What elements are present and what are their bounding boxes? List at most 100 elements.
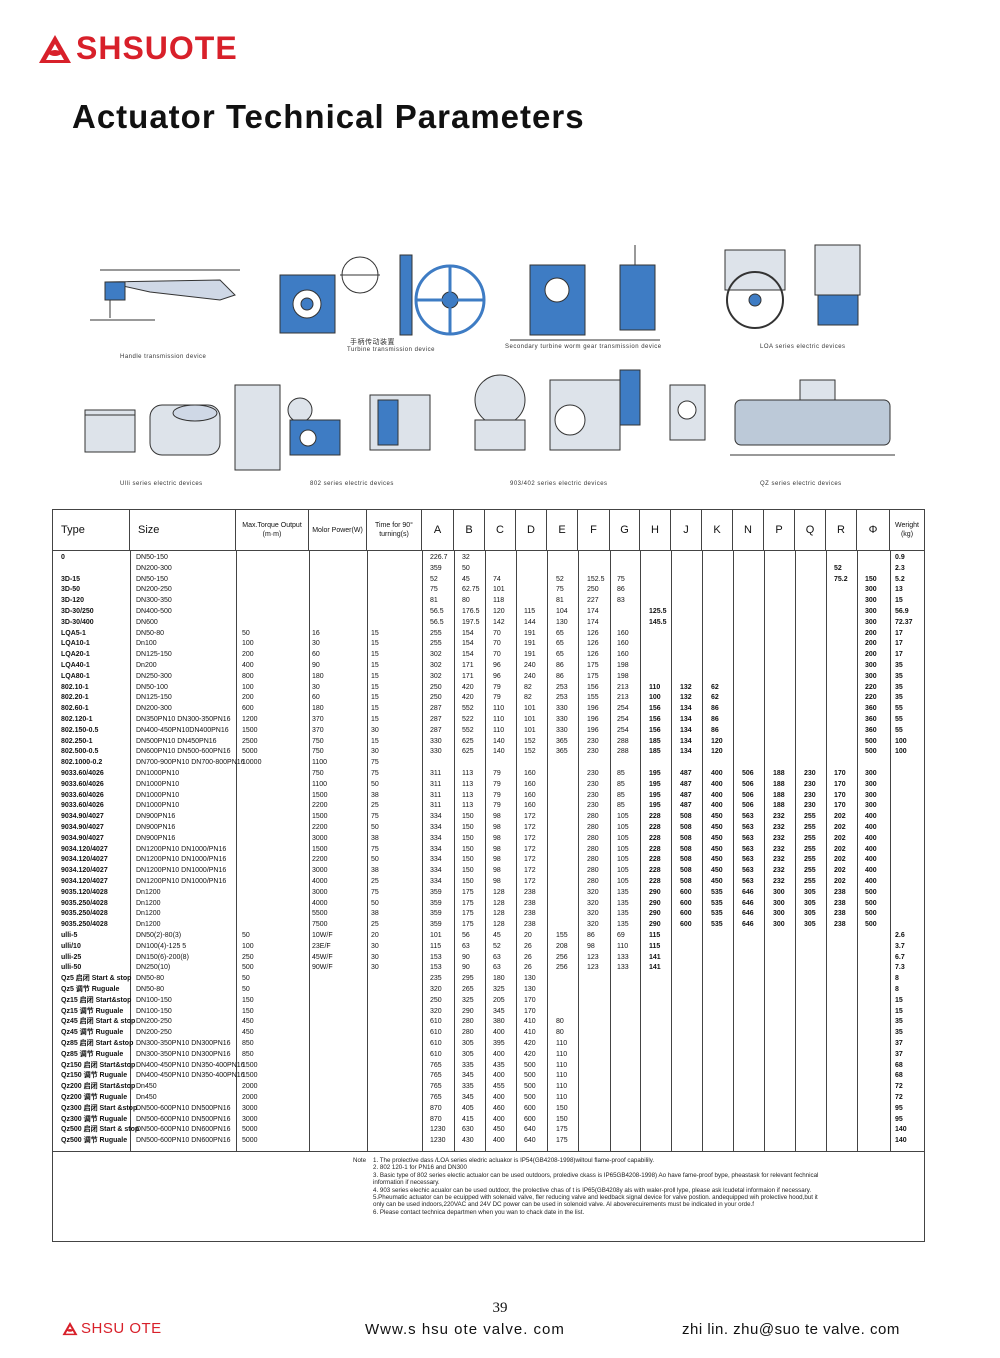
caption-802: 802 series electric devices — [310, 481, 394, 487]
table-cell: 2.3 — [895, 564, 905, 572]
table-cell: DN125-150 — [136, 651, 172, 659]
table-cell: 10000 — [242, 759, 262, 767]
table-cell: 5000 — [242, 1137, 258, 1145]
table-cell: 280 — [587, 813, 599, 821]
table-cell: 302 — [430, 651, 442, 659]
table-cell: 230 — [587, 748, 599, 756]
table-cell: 98 — [493, 834, 501, 842]
table-cell: 400 — [865, 856, 877, 864]
table-cell: 254 — [617, 716, 629, 723]
table-cell: 1100 — [312, 780, 328, 788]
table-cell: 4000 — [312, 878, 328, 885]
table-cell: 522 — [462, 716, 474, 723]
table-cell: 802.10-1 — [61, 683, 89, 691]
table-cell: 415 — [462, 1115, 474, 1123]
table-cell: Qz300 调节 Ruguale — [61, 1115, 128, 1123]
table-cell: 610 — [430, 1050, 442, 1058]
table-cell: 287 — [430, 716, 442, 723]
table-cell: Qz85 调节 Ruguale — [61, 1050, 124, 1058]
table-cell: DN300-350PN10 DN300PN16 — [136, 1040, 231, 1047]
table-cell: 197.5 — [462, 618, 480, 626]
table-cell: 230 — [587, 737, 599, 745]
column-divider — [640, 550, 641, 1151]
table-cell: 765 — [430, 1061, 442, 1069]
caption-loa: LOA series electric devices — [760, 344, 846, 350]
table-cell: 134 — [680, 748, 692, 756]
table-cell: 2000 — [242, 1083, 258, 1091]
table-cell: 302 — [430, 672, 442, 680]
footer-email[interactable]: zhi lin. zhu@suo te valve. com — [682, 1321, 900, 1338]
table-cell: 280 — [462, 1018, 474, 1026]
column-divider — [826, 550, 827, 1151]
table-cell: 802.1000-0.2 — [61, 759, 103, 767]
column-divider — [671, 550, 672, 1151]
table-cell: 85 — [617, 770, 625, 777]
table-cell: 213 — [617, 683, 629, 691]
table-cell: 600 — [680, 910, 692, 918]
table-cell: 152.5 — [587, 575, 605, 583]
table-cell: 450 — [493, 1126, 505, 1134]
footer-website[interactable]: Www.s hsu ote valve. com — [365, 1321, 565, 1338]
table-cell: 98 — [493, 878, 501, 885]
table-cell: 5.2 — [895, 575, 905, 583]
table-cell: 334 — [430, 867, 442, 875]
table-cell: 280 — [587, 867, 599, 875]
table-cell: Dn450 — [136, 1094, 157, 1101]
table-cell: ulli-50 — [61, 964, 82, 972]
table-cell: Qz15 调节 Ruguale — [61, 1007, 124, 1015]
table-cell: 238 — [524, 921, 536, 929]
table-cell: 52 — [834, 564, 842, 572]
table-cell: 360 — [865, 705, 877, 713]
note-item: 4. 903 series elechic acualor can be use… — [373, 1186, 812, 1194]
table-cell: 0 — [61, 554, 65, 561]
table-cell: DN100-150 — [136, 996, 172, 1004]
table-cell: DN500-600PN10 DN500PN16 — [136, 1104, 231, 1112]
table-cell: 62.75 — [462, 586, 480, 594]
table-cell: 646 — [742, 888, 754, 896]
table-cell: 9033.60/4026 — [61, 791, 104, 799]
table-cell: 172 — [524, 878, 536, 885]
table-cell: DN100(4)-125 5 — [136, 942, 187, 950]
table-cell: 230 — [804, 770, 816, 777]
note-item: 2. 802 120-1 for PN16 and DN300 — [373, 1164, 467, 1172]
table-cell: 68 — [895, 1072, 903, 1080]
table-cell: 450 — [711, 856, 723, 864]
table-cell: 63 — [493, 953, 501, 961]
table-cell: 370 — [312, 726, 324, 734]
header-c: C — [485, 510, 516, 550]
table-cell: 79 — [493, 694, 501, 702]
table-cell: 1100 — [312, 759, 328, 767]
table-cell: 238 — [834, 899, 846, 907]
table-cell: 55 — [895, 726, 903, 734]
table-cell: 400 — [865, 878, 877, 885]
table-cell: 410 — [524, 1029, 536, 1037]
table-cell: 30 — [371, 953, 379, 961]
table-cell: 110 — [556, 1094, 568, 1101]
table-cell: Dn1200 — [136, 921, 161, 929]
table-cell: 150 — [865, 575, 877, 583]
table-cell: 86 — [556, 672, 564, 680]
table-cell: 232 — [773, 813, 785, 821]
903-device-drawing — [474, 369, 641, 451]
table-cell: 153 — [430, 964, 442, 972]
table-cell: 50 — [371, 780, 379, 788]
table-cell: 100 — [242, 640, 254, 648]
table-cell: 150 — [462, 867, 474, 875]
table-cell: DN200-300 — [136, 705, 172, 713]
table-cell: 115 — [649, 942, 661, 950]
table-cell: 153 — [430, 953, 442, 961]
table-cell: 1500 — [312, 791, 328, 799]
table-cell: 334 — [430, 856, 442, 864]
table-cell: 420 — [524, 1040, 536, 1047]
table-cell: 255 — [804, 856, 816, 864]
table-cell: 360 — [865, 716, 877, 723]
table-cell: 500 — [865, 748, 877, 756]
table-cell: 330 — [556, 705, 568, 713]
